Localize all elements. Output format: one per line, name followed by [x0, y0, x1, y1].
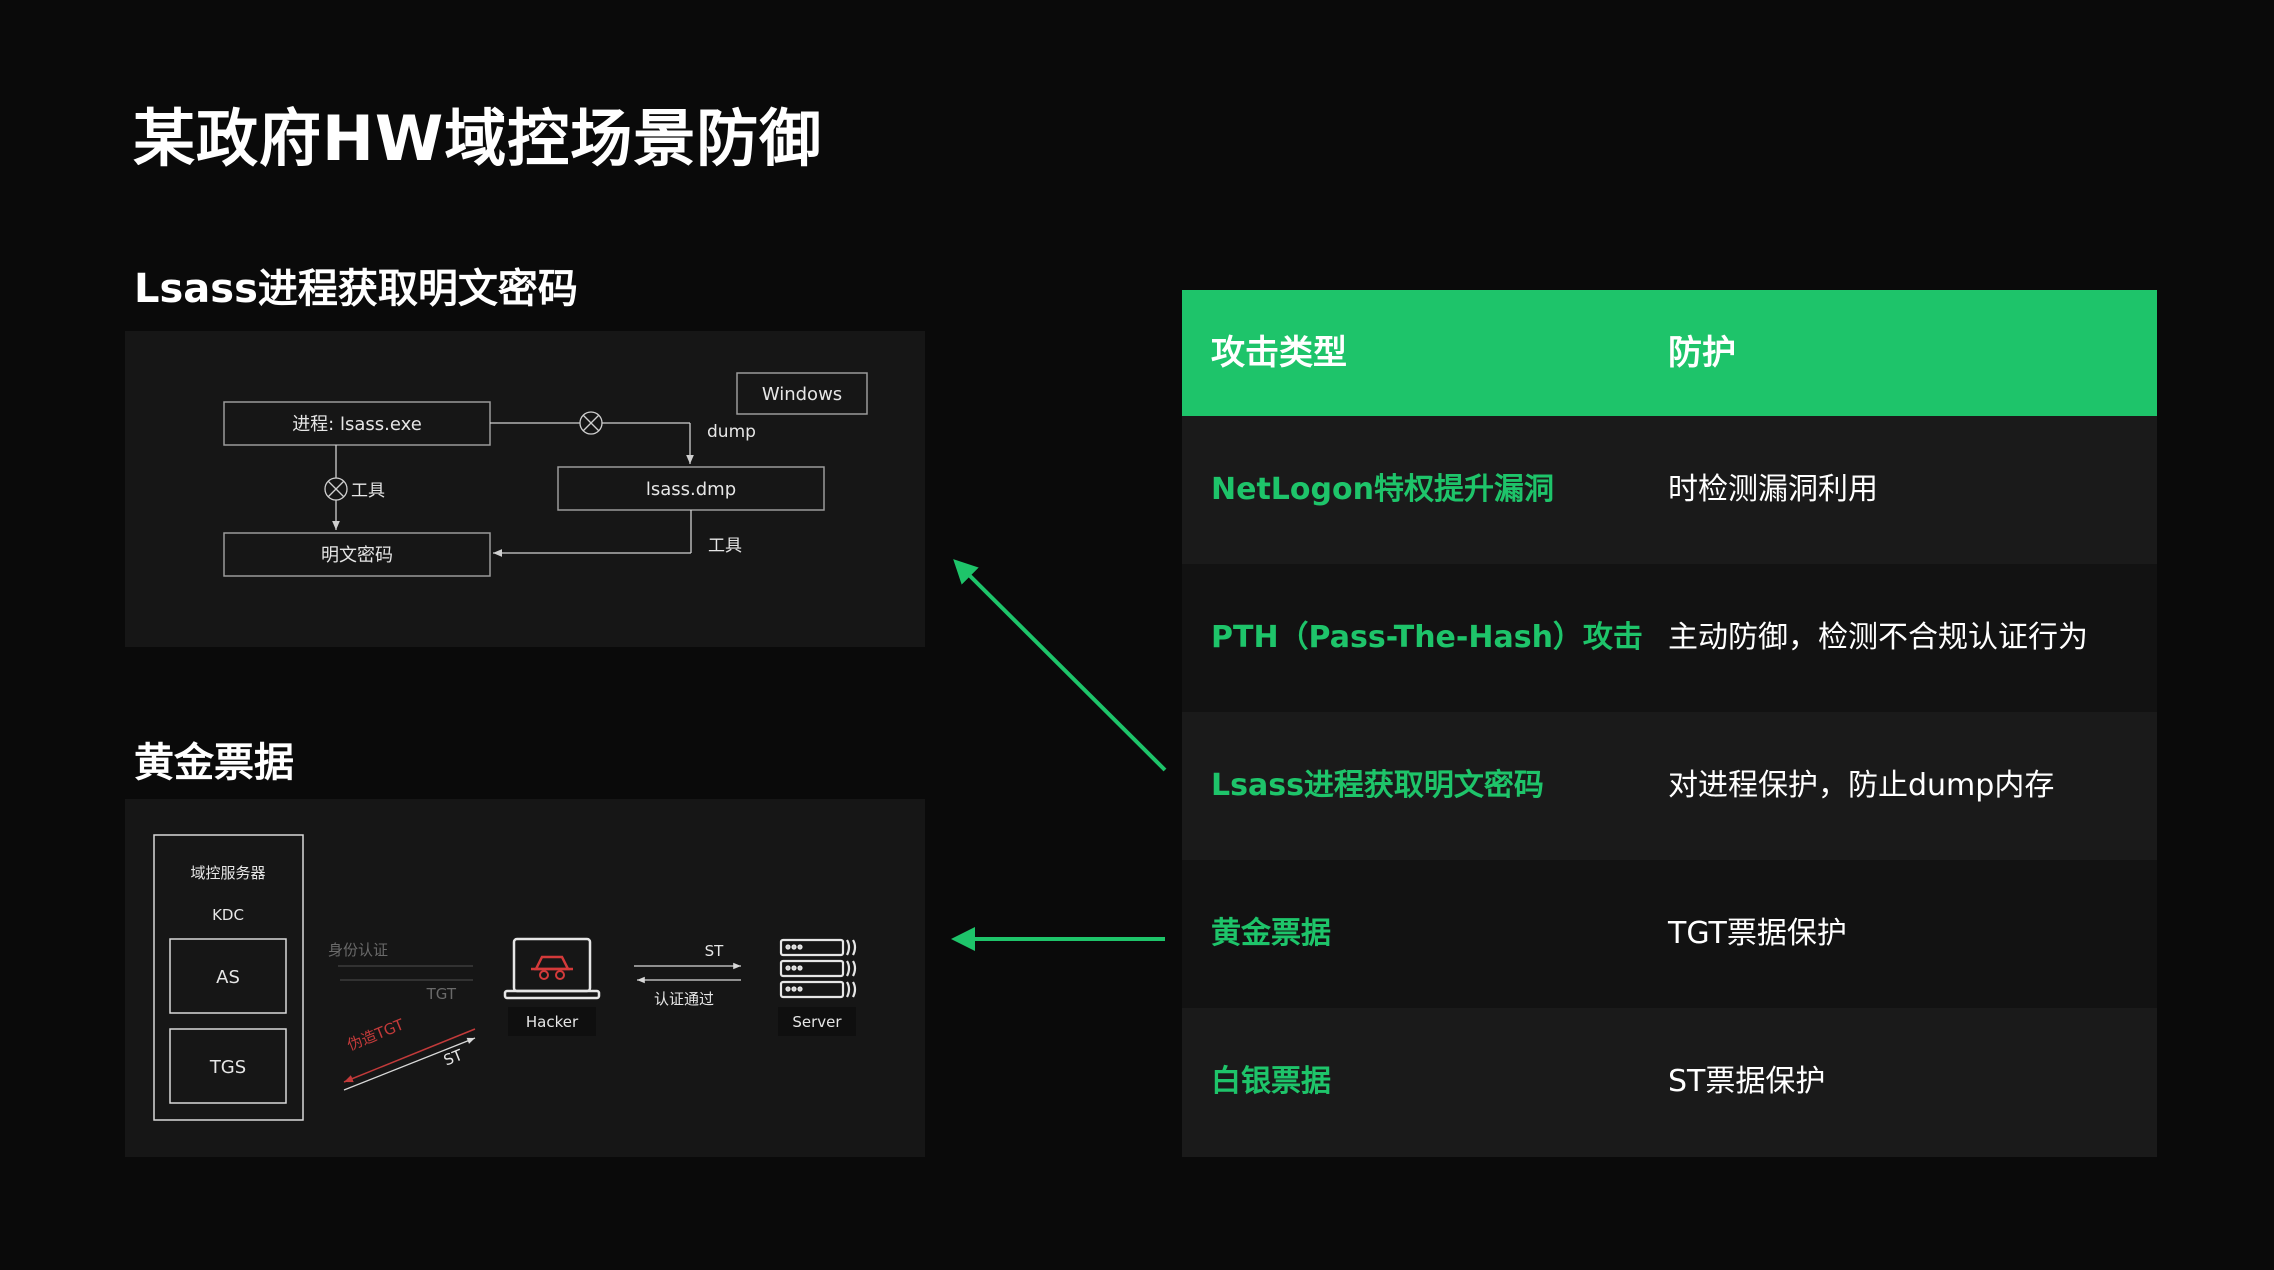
- tool-label-left: 工具: [351, 481, 385, 501]
- auth-label: 身份认证: [328, 941, 388, 959]
- server-label: Server: [792, 1013, 842, 1031]
- attack-cell: Lsass进程获取明文密码: [1211, 768, 1544, 803]
- defense-table: 攻击类型 防护 NetLogon特权提升漏洞 时检测漏洞利用 PTH（Pass-…: [1182, 290, 2157, 1157]
- as-label: AS: [216, 967, 240, 988]
- plaintext-box: [223, 532, 491, 577]
- st-label-right: ST: [705, 942, 725, 960]
- dump-label: dump: [707, 422, 756, 442]
- tgs-box: [169, 1028, 287, 1104]
- kdc-label: KDC: [212, 906, 244, 924]
- process-box-label: 进程: lsass.exe: [292, 414, 422, 435]
- attack-cell: 白银票据: [1211, 1064, 1331, 1099]
- blocked-x-icon: [324, 477, 348, 501]
- lsass-diagram-panel: 进程: lsass.exe Windows lsass.dmp 明文密码 dum…: [125, 331, 925, 647]
- defense-cell: 对进程保护，防止dump内存: [1668, 768, 2055, 803]
- dc-label: 域控服务器: [190, 864, 265, 882]
- server-icon: [779, 938, 857, 999]
- defense-cell: TGT票据保护: [1668, 916, 1847, 951]
- attack-cell: PTH（Pass-The-Hash）攻击: [1211, 620, 1643, 655]
- table-row: 白银票据 ST票据保护: [1182, 1008, 2157, 1157]
- dc-box: [153, 834, 304, 1121]
- section-heading-golden-ticket: 黄金票据: [134, 740, 294, 786]
- defense-cell: 主动防御，检测不合规认证行为: [1668, 620, 2088, 655]
- blocked-x-icon: [579, 411, 603, 435]
- windows-box: [736, 372, 868, 415]
- section-heading-lsass: Lsass进程获取明文密码: [134, 266, 578, 312]
- hacker-label: Hacker: [526, 1013, 579, 1031]
- golden-ticket-diagram: 域控服务器 KDC AS TGS 身份认证 TGT 伪造TGT ST Hack: [153, 834, 857, 1121]
- header-defense: 防护: [1668, 333, 1736, 373]
- attack-cell: NetLogon特权提升漏洞: [1211, 472, 1554, 507]
- defense-cell: ST票据保护: [1668, 1064, 1826, 1099]
- header-attack-type: 攻击类型: [1211, 333, 1347, 373]
- table-row: 黄金票据 TGT票据保护: [1182, 860, 2157, 1008]
- windows-box-label: Windows: [762, 384, 842, 405]
- golden-ticket-diagram-panel: 域控服务器 KDC AS TGS 身份认证 TGT 伪造TGT ST Hack: [125, 799, 925, 1157]
- attack-cell: 黄金票据: [1211, 916, 1331, 951]
- auth-pass-label: 认证通过: [654, 990, 714, 1008]
- dmp-box-label: lsass.dmp: [646, 479, 736, 500]
- table-row: Lsass进程获取明文密码 对进程保护，防止dump内存: [1182, 712, 2157, 860]
- hacker-laptop-icon: [503, 937, 601, 1000]
- tgt-label: TGT: [426, 985, 457, 1003]
- as-box: [169, 938, 287, 1014]
- table-row: NetLogon特权提升漏洞 时检测漏洞利用: [1182, 416, 2157, 564]
- arrow-to-lsass-panel: [953, 559, 1167, 772]
- plaintext-box-label: 明文密码: [321, 545, 393, 566]
- table-header: 攻击类型 防护: [1182, 290, 2157, 416]
- tool-label-right: 工具: [708, 536, 742, 556]
- tgs-label: TGS: [209, 1057, 246, 1078]
- page-title: 某政府HW域控场景防御: [133, 102, 823, 175]
- lsass-diagram: 进程: lsass.exe Windows lsass.dmp 明文密码 dum…: [223, 372, 868, 577]
- table-row: PTH（Pass-The-Hash）攻击 主动防御，检测不合规认证行为: [1182, 564, 2157, 712]
- defense-cell: 时检测漏洞利用: [1668, 472, 1878, 507]
